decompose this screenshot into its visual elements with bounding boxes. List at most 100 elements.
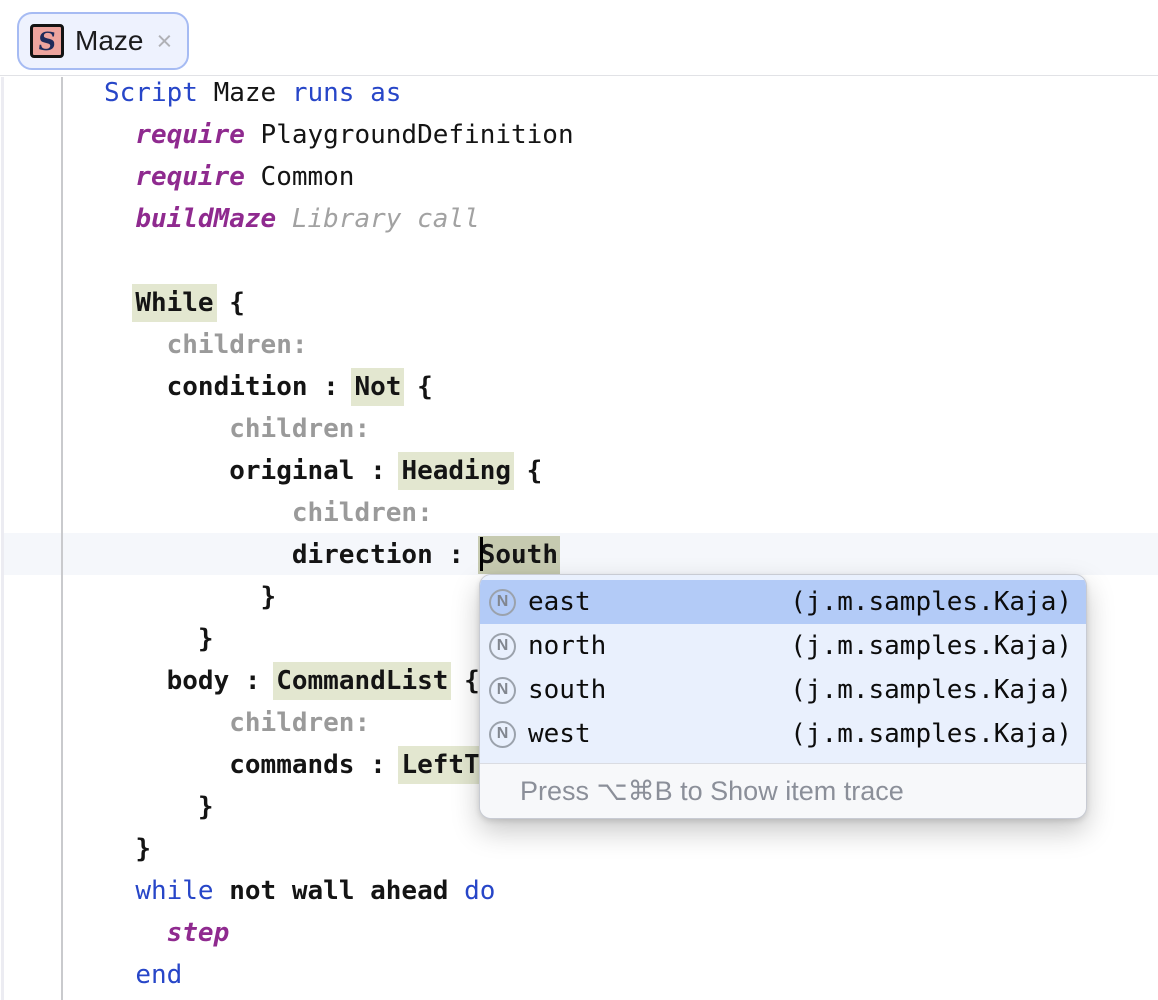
code-token[interactable] (104, 876, 135, 906)
code-token[interactable] (104, 330, 167, 360)
code-line[interactable]: } (104, 828, 574, 870)
code-token[interactable]: : (229, 666, 277, 696)
code-token[interactable]: do (464, 876, 496, 906)
code-token[interactable] (104, 204, 135, 234)
code-token[interactable]: body (166, 666, 230, 696)
code-token[interactable]: Maze (197, 78, 292, 108)
completion-label: south (528, 675, 607, 705)
code-line[interactable]: original : Heading { (104, 450, 574, 492)
code-token[interactable]: } (135, 834, 151, 864)
code-token[interactable]: children: (166, 330, 308, 360)
code-token[interactable]: children: (291, 498, 433, 528)
code-line[interactable]: children: (104, 324, 574, 366)
code-line[interactable]: children: (104, 702, 574, 744)
code-token[interactable] (448, 876, 464, 906)
code-token[interactable]: children: (229, 414, 371, 444)
code-line[interactable]: While { (104, 282, 574, 324)
code-line[interactable]: while not wall ahead do (104, 870, 574, 912)
code-token[interactable]: Library call (291, 204, 480, 234)
code-line[interactable]: commands : LeftT (104, 744, 574, 786)
code-token[interactable] (214, 288, 230, 318)
code-token[interactable] (104, 288, 135, 318)
code-token[interactable] (104, 750, 229, 780)
code-token[interactable] (104, 708, 229, 738)
code-token[interactable] (104, 624, 198, 654)
code-line[interactable]: condition : Not { (104, 366, 574, 408)
code-token[interactable]: runs as (291, 78, 402, 108)
code-line[interactable]: Script Maze runs as (104, 72, 574, 114)
code-line[interactable]: step (104, 912, 574, 954)
code-token[interactable]: require (135, 120, 245, 150)
code-token[interactable]: Script (104, 78, 198, 108)
code-line[interactable]: end (104, 954, 574, 996)
code-token[interactable]: } (260, 582, 277, 612)
code-token[interactable]: while (135, 876, 214, 906)
code-token[interactable]: step (166, 918, 230, 948)
code-line[interactable] (104, 240, 574, 282)
code-token[interactable]: Not (351, 368, 405, 406)
code-token[interactable] (104, 792, 198, 822)
code-token[interactable]: buildMaze (135, 204, 277, 234)
code-line[interactable]: } (104, 618, 574, 660)
code-token[interactable] (104, 666, 167, 696)
code-token[interactable]: PlaygroundDefinition (244, 120, 574, 150)
code-token[interactable]: } (197, 624, 214, 654)
code-token[interactable] (104, 414, 229, 444)
code-line[interactable]: } (104, 576, 574, 618)
code-token[interactable]: : (307, 372, 355, 402)
code-line[interactable]: } (104, 786, 574, 828)
code-token[interactable] (104, 162, 135, 192)
code-editor[interactable]: Script Maze runs as require PlaygroundDe… (0, 77, 1158, 1000)
code-token[interactable]: commands (229, 750, 355, 780)
code-token[interactable]: CommandList (273, 662, 452, 700)
code-token[interactable]: { (526, 456, 543, 486)
code-line[interactable]: require PlaygroundDefinition (104, 114, 574, 156)
code-token[interactable] (104, 960, 135, 990)
code-token[interactable]: Heading (398, 452, 515, 490)
code-token[interactable]: end (135, 960, 183, 990)
code-token[interactable]: Common (244, 162, 355, 192)
code-token[interactable]: South (477, 536, 560, 574)
code-token[interactable] (104, 540, 292, 570)
code-token[interactable]: While (132, 284, 217, 322)
code-token[interactable] (104, 120, 135, 150)
code-line[interactable]: buildMaze Library call (104, 198, 574, 240)
code-token[interactable] (214, 876, 230, 906)
code-line[interactable]: children: (104, 408, 574, 450)
code-token[interactable] (401, 372, 417, 402)
code-token[interactable] (104, 372, 167, 402)
code-token[interactable]: { (417, 372, 433, 402)
code-token[interactable] (511, 456, 527, 486)
code-token[interactable] (104, 918, 167, 948)
code-token[interactable] (104, 498, 292, 528)
code-line[interactable]: require Common (104, 156, 574, 198)
code-token[interactable]: : (432, 540, 480, 570)
code-token[interactable]: not wall ahead (229, 876, 449, 906)
code-token[interactable]: LeftT (398, 746, 483, 784)
tab-maze[interactable]: S Maze × (17, 12, 190, 70)
code-token[interactable]: } (197, 792, 214, 822)
code-token[interactable]: condition (166, 372, 308, 402)
code-token[interactable] (448, 666, 464, 696)
code-token[interactable]: require (135, 162, 245, 192)
code-token[interactable] (276, 204, 292, 234)
code-token[interactable]: direction (291, 540, 433, 570)
code-token[interactable]: : (354, 456, 402, 486)
code-line[interactable]: children: (104, 492, 574, 534)
code-token[interactable]: original (229, 456, 355, 486)
code-token[interactable]: : (354, 750, 402, 780)
code-area[interactable]: Script Maze runs as require PlaygroundDe… (104, 72, 574, 996)
code-token[interactable] (104, 456, 229, 486)
code-token[interactable]: { (229, 288, 245, 318)
code-token[interactable] (104, 582, 261, 612)
code-token[interactable]: children: (229, 708, 371, 738)
tab-close-icon[interactable]: × (156, 25, 173, 56)
code-token[interactable]: { (464, 666, 480, 696)
code-token[interactable] (104, 834, 135, 864)
code-line[interactable]: body : CommandList { (104, 660, 574, 702)
code-line[interactable]: direction : South (104, 534, 574, 576)
